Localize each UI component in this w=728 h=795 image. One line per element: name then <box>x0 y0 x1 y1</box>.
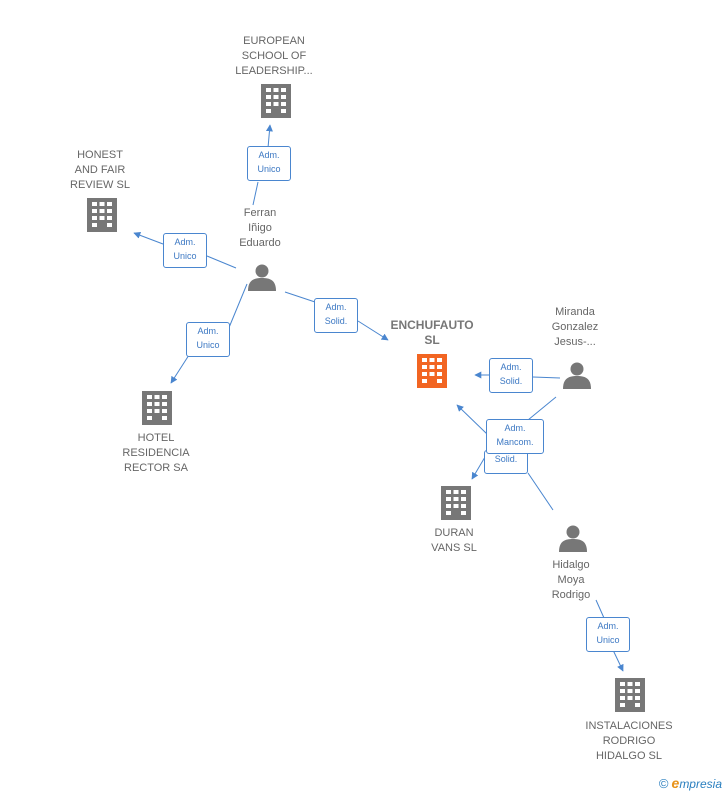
building-icon <box>441 486 471 520</box>
node-label-miranda[interactable]: Miranda Gonzalez Jesus-... <box>551 306 599 348</box>
edge-label-hidalgo-enchufauto[interactable]: Adm. Mancom. <box>486 419 544 454</box>
brand-initial: e <box>671 775 680 791</box>
edge-ferran-hotel <box>171 283 248 383</box>
brand-name: mpresia <box>679 777 722 791</box>
person-icon <box>559 525 587 552</box>
edge-label-ferran-hotel[interactable]: Adm. Unico <box>186 322 230 357</box>
edge-miranda-enchufauto <box>475 375 561 378</box>
node-label-duran[interactable]: DURAN VANS SL <box>431 527 477 554</box>
edge-label-ferran-honest[interactable]: Adm. Unico <box>163 233 207 268</box>
building-icon <box>87 198 117 232</box>
edge-ferran-honest <box>134 233 237 269</box>
node-label-enchufauto[interactable]: ENCHUFAUTO SL <box>390 318 474 347</box>
edge-ferran-enchufauto <box>284 291 388 340</box>
edge-label-ferran-european[interactable]: Adm. Unico <box>247 146 291 181</box>
building-icon <box>142 391 172 425</box>
building-icon <box>417 354 447 388</box>
empresia-credit[interactable]: ©empresia <box>659 775 722 791</box>
building-icon <box>615 678 645 712</box>
node-label-ferran[interactable]: Ferran Iñigo Eduardo <box>239 207 281 249</box>
node-label-european[interactable]: EUROPEAN SCHOOL OF LEADERSHIP... <box>235 35 313 77</box>
person-icon <box>248 264 276 291</box>
edge-label-hidalgo-instalaciones[interactable]: Adm. Unico <box>586 617 630 652</box>
edge-ferran-european <box>252 125 270 206</box>
edge-miranda-duran <box>472 396 557 479</box>
edge-hidalgo-instalaciones <box>595 599 623 671</box>
node-label-instalaciones[interactable]: INSTALACIONES RODRIGO HIDALGO SL <box>585 720 673 762</box>
edges <box>134 125 623 671</box>
edge-label-ferran-enchufauto[interactable]: Adm. Solid. <box>314 298 358 333</box>
node-label-hotel[interactable]: HOTEL RESIDENCIA RECTOR SA <box>122 432 190 474</box>
building-icon <box>261 84 291 118</box>
icons <box>87 84 645 712</box>
copyright-icon: © <box>658 776 669 791</box>
edge-label-miranda-enchufauto[interactable]: Adm. Solid. <box>489 358 533 393</box>
node-label-honest[interactable]: HONEST AND FAIR REVIEW SL <box>70 149 130 191</box>
node-label-hidalgo[interactable]: Hidalgo Moya Rodrigo <box>551 559 591 601</box>
person-icon <box>563 362 591 389</box>
edge-hidalgo-enchufauto <box>457 405 554 511</box>
edge-label-miranda-duran[interactable]: Solid. <box>484 450 528 474</box>
